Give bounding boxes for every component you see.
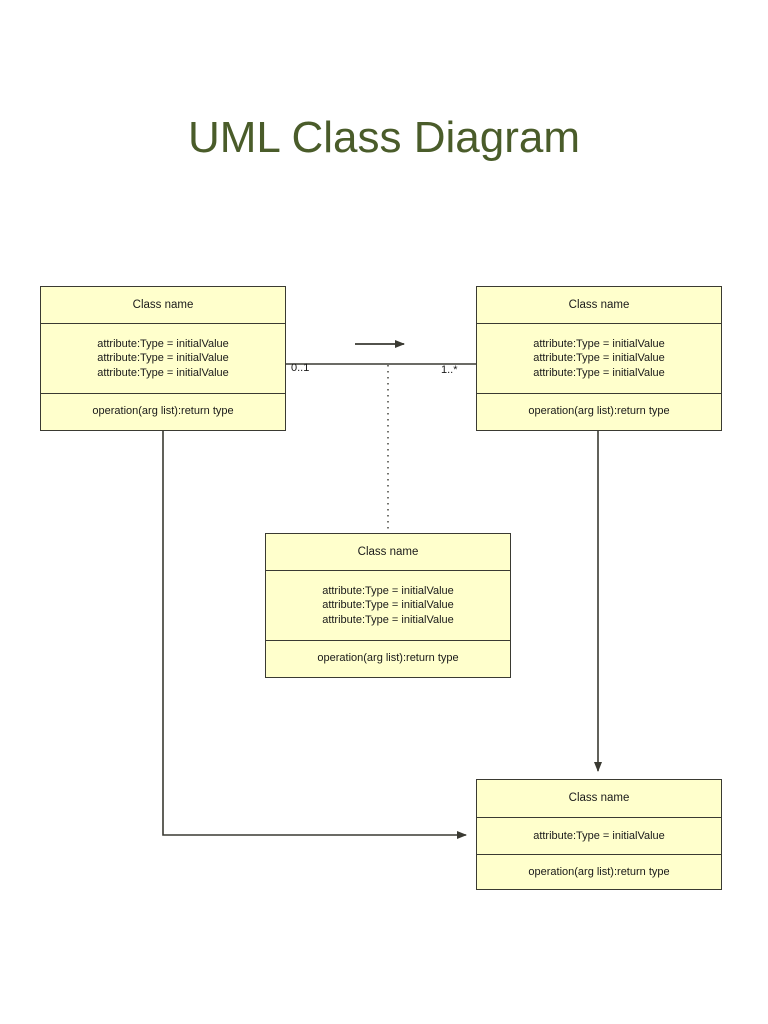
operation-row: operation(arg list):return type [528,405,670,418]
attribute-row: attribute:Type = initialValue [322,599,454,612]
attribute-row: attribute:Type = initialValue [97,366,229,379]
attribute-row: attribute:Type = initialValue [97,337,229,350]
association-left-to-bottom [162,431,467,839]
multiplicity-label-target: 1..* [441,364,458,376]
class-name-top-left: Class name [41,287,285,323]
page-title: UML Class Diagram [187,113,580,162]
class-name-top-right: Class name [477,287,721,323]
attribute-row: attribute:Type = initialValue [533,337,665,350]
attributes-compartment-association: attribute:Type = initialValue attribute:… [266,570,510,640]
attribute-row: attribute:Type = initialValue [97,352,229,365]
operations-compartment-top-left: operation(arg list):return type [41,393,285,429]
multiplicity-label-source: 0..1 [291,362,310,374]
class-name-association: Class name [266,534,510,570]
attribute-row: attribute:Type = initialValue [533,352,665,365]
operation-row: operation(arg list):return type [92,405,234,418]
attributes-compartment-bottom-right: attribute:Type = initialValue [477,817,721,854]
attribute-row: attribute:Type = initialValue [322,613,454,626]
attributes-compartment-top-left: attribute:Type = initialValue attribute:… [41,323,285,393]
attribute-row: attribute:Type = initialValue [533,829,665,842]
attributes-compartment-top-right: attribute:Type = initialValue attribute:… [477,323,721,393]
attribute-row: attribute:Type = initialValue [322,584,454,597]
class-box-top-right[interactable]: Class name attribute:Type = initialValue… [476,286,722,431]
class-name-bottom-right: Class name [477,780,721,817]
attribute-row: attribute:Type = initialValue [533,366,665,379]
class-box-bottom-right[interactable]: Class name attribute:Type = initialValue… [476,779,722,890]
operations-compartment-top-right: operation(arg list):return type [477,393,721,429]
operations-compartment-association: operation(arg list):return type [266,640,510,676]
operation-row: operation(arg list):return type [528,865,670,878]
class-box-top-left[interactable]: Class name attribute:Type = initialValue… [40,286,286,431]
operations-compartment-bottom-right: operation(arg list):return type [477,854,721,889]
operation-row: operation(arg list):return type [317,652,459,665]
class-box-association[interactable]: Class name attribute:Type = initialValue… [265,533,511,678]
